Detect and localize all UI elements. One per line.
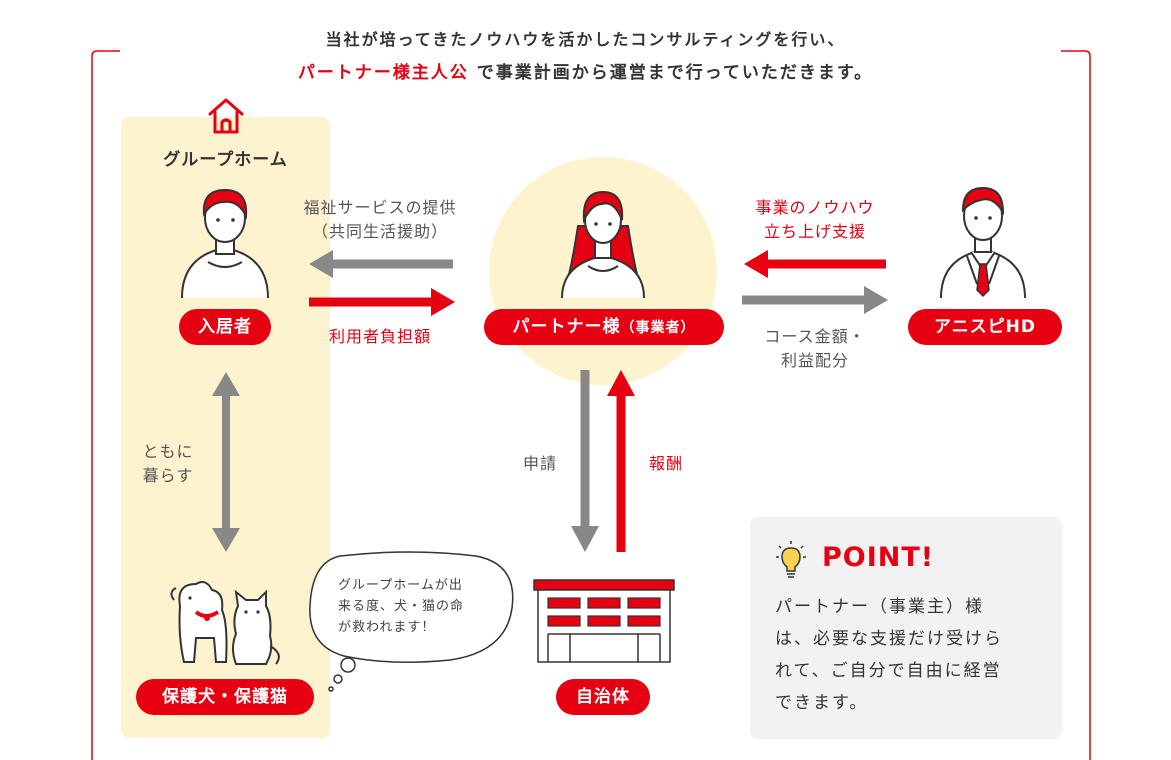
businessman-icon [940, 186, 1026, 298]
arrow-live-together [212, 372, 240, 552]
pets-node: 保護犬・保護猫 [136, 679, 314, 715]
arrow-head-reward [607, 370, 635, 396]
resident-icon [181, 188, 269, 298]
header-rest: で事業計画から運営まで行っていただきます。 [468, 63, 874, 83]
partner-node: パートナー様（事業者） [484, 309, 724, 345]
pets-label: 保護犬・保護猫 [162, 687, 288, 707]
course-label: コース金額・ 利益配分 [730, 325, 900, 373]
municipality-node: 自治体 [556, 679, 650, 715]
arrow-head-fee [431, 288, 455, 316]
course-line-2: 利益配分 [780, 351, 849, 370]
arrows-partner-municipality [571, 370, 635, 552]
group-home-label: グループホーム [163, 150, 288, 170]
municipality-label: 自治体 [576, 687, 630, 707]
bubble-text: グループホームが出 来る度、犬・猫の命 が救われます！ [338, 575, 498, 638]
point-box [750, 517, 1062, 739]
user-fee-label: 利用者負担額 [328, 327, 431, 346]
welfare-line-1: 福祉サービスの提供 [303, 198, 457, 217]
live-together-line-1: ともに [142, 442, 194, 461]
live-together-line-2: 暮らす [142, 466, 194, 485]
apply-label: 申請 [522, 454, 557, 473]
partner-label: パートナー様 [512, 317, 621, 337]
knowhow-line-2: 立ち上げ支援 [763, 222, 866, 241]
header-line-2: パートナー様主人公 で事業計画から運営まで行っていただきます。 [0, 58, 1171, 83]
knowhow-line-1: 事業のノウハウ [755, 198, 875, 217]
point-text: パートナー（事業主）様 は、必要な支援だけ受けら れて、ご自分で自由に経営 でき… [775, 591, 1045, 719]
bubble-line-2: 来る度、犬・猫の命 [338, 599, 465, 614]
welfare-line-2: （共同生活援助） [311, 222, 448, 241]
partner-suffix: （事業者） [620, 320, 696, 336]
live-together-label: ともに 暮らす [128, 440, 208, 488]
arrow-head-welfare [309, 250, 333, 278]
arrow-head-knowhow [744, 250, 768, 278]
welfare-label: 福祉サービスの提供 （共同生活援助） [280, 196, 480, 244]
arrows-resident-partner [309, 250, 455, 316]
arrows-partner-anispi [742, 250, 888, 314]
point-line-2: は、必要な支援だけ受けら [775, 629, 1003, 649]
anispi-label: アニスピHD [934, 317, 1036, 337]
house-icon [208, 98, 244, 134]
resident-node: 入居者 [179, 309, 271, 345]
point-title: POINT! [822, 542, 935, 573]
knowhow-label: 事業のノウハウ 立ち上げ支援 [730, 196, 900, 244]
resident-label: 入居者 [198, 317, 252, 337]
arrow-head-course [864, 286, 888, 314]
point-line-3: れて、ご自分で自由に経営 [775, 661, 1002, 681]
partner-icon [561, 190, 645, 298]
anispi-node: アニスピHD [908, 309, 1062, 345]
header-line-1: 当社が培ってきたノウハウを活かしたコンサルティングを行い、 [325, 30, 846, 49]
bubble-line-3: が救われます！ [338, 620, 436, 635]
building-icon [533, 579, 675, 663]
point-line-1: パートナー（事業主）様 [775, 597, 984, 617]
point-line-4: できます。 [775, 693, 869, 713]
bubble-line-1: グループホームが出 [338, 578, 463, 593]
thought-bubble [309, 551, 514, 692]
header-highlight: パートナー様主人公 [297, 63, 469, 83]
dog-cat-icon [170, 581, 280, 665]
course-line-1: コース金額・ [764, 327, 866, 346]
arrow-head-apply [571, 526, 599, 552]
reward-label: 報酬 [648, 454, 683, 473]
lightbulb-icon [776, 541, 806, 578]
